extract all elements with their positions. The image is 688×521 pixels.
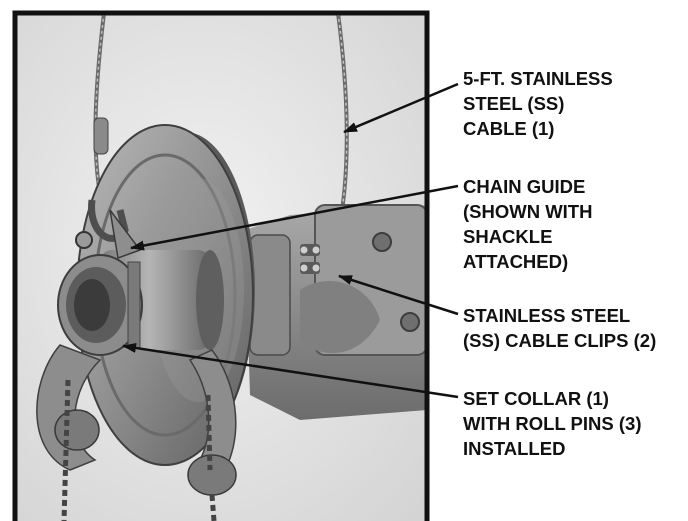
chain-icon <box>61 379 217 521</box>
cable-clip-icon <box>300 244 320 274</box>
chain-guide-arms <box>36 344 237 496</box>
callout-line: STAINLESS STEEL <box>463 305 631 326</box>
callout-cable-label: 5-FT. STAINLESS STEEL (SS) CABLE (1) <box>463 66 613 141</box>
valve-body <box>245 204 427 420</box>
shackle-icon <box>75 199 142 260</box>
callout-line: (SS) CABLE CLIPS (2) <box>463 330 657 351</box>
photo-content <box>36 13 427 521</box>
chain-guide-arrow <box>130 184 459 251</box>
cable-clips-arrow <box>338 274 459 316</box>
set-collar-arrow <box>122 343 459 399</box>
callout-cable-clips-label: STAINLESS STEEL (SS) CABLE CLIPS (2) <box>463 303 656 353</box>
callout-line: CHAIN GUIDE <box>463 176 586 197</box>
callout-line: 5-FT. STAINLESS <box>463 68 613 89</box>
callout-line: INSTALLED <box>463 438 566 459</box>
callout-line: (SHOWN WITH <box>463 201 593 222</box>
callout-line: WITH ROLL PINS (3) <box>463 413 642 434</box>
callout-chain-guide-label: CHAIN GUIDE (SHOWN WITH SHACKLE ATTACHED… <box>463 174 592 274</box>
photo-border <box>12 10 430 521</box>
callout-line: ATTACHED) <box>463 251 569 272</box>
leader-lines <box>122 82 459 399</box>
cable-arrow <box>343 82 459 134</box>
callout-set-collar-label: SET COLLAR (1) WITH ROLL PINS (3) INSTAL… <box>463 386 642 461</box>
callout-line: STEEL (SS) <box>463 93 565 114</box>
callout-line: CABLE (1) <box>463 118 555 139</box>
callout-line: SET COLLAR (1) <box>463 388 609 409</box>
callout-line: SHACKLE <box>463 226 553 247</box>
set-collar-icon <box>57 254 143 356</box>
